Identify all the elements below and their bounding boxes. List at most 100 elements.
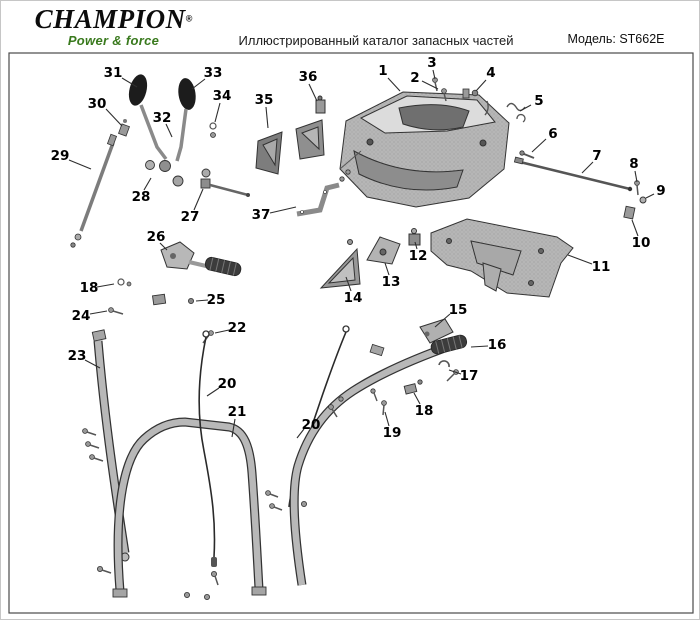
brand-line: CHAMPION® [31,6,196,33]
leader-line-29 [68,159,92,170]
part-number-17: 17 [459,368,479,384]
model-label: Модель: ST662E [567,32,665,46]
part-number-30: 30 [87,96,107,112]
part-number-23: 23 [67,348,87,364]
part-number-19: 19 [382,425,402,441]
leader-line-27 [193,188,204,211]
leader-line-21 [231,418,236,438]
part-number-20: 20 [217,376,237,392]
part-brackets-12-13-14 [319,228,421,289]
part-frame-bracket [430,218,574,298]
part-top-fasteners [432,77,535,159]
leader-line-4 [475,79,487,92]
part-number-20: 20 [301,417,321,433]
leader-line-5 [519,104,532,112]
part-number-34: 34 [212,88,232,104]
leader-line-18 [96,283,115,288]
part-number-22: 22 [227,320,247,336]
part-number-1: 1 [378,63,388,79]
part-number-36: 36 [298,69,318,85]
leader-line-34 [214,102,221,123]
brand-tagline: Power & force [67,33,160,48]
leader-line-25 [195,299,209,302]
leader-line-33 [191,78,206,90]
part-number-25: 25 [206,292,226,308]
leader-line-17 [448,369,462,375]
part-number-5: 5 [534,93,544,109]
part-rod-7 [513,156,633,192]
part-number-29: 29 [50,148,70,164]
part-right-fasteners [623,180,647,220]
leader-line-36 [308,83,318,102]
leader-line-37 [269,206,297,214]
part-number-11: 11 [591,259,611,275]
part-number-15: 15 [448,302,468,318]
leader-line-12 [414,241,418,250]
leader-lines-layer [68,69,655,439]
leader-line-16 [470,345,489,348]
leader-line-32 [165,123,173,138]
registered-trademark-icon: ® [185,13,193,24]
part-number-32: 32 [152,110,172,126]
leader-line-26 [159,242,168,251]
leader-line-14 [345,276,352,292]
champion-logo: CHAMPION® Power & force [31,6,196,48]
page-title: Иллюстрированный каталог запасных частей [238,33,514,48]
part-left-fasteners [108,278,214,344]
leader-line-15 [434,313,451,328]
part-number-37: 37 [251,207,271,223]
part-number-21: 21 [227,404,247,420]
part-right-handlebar [289,318,468,586]
leader-line-22 [214,329,230,334]
part-number-8: 8 [629,156,639,172]
leader-line-1 [387,77,401,92]
leader-line-31 [121,77,138,88]
part-rod-29 [70,133,118,248]
part-number-27: 27 [180,209,200,225]
leader-line-30 [105,108,123,127]
part-number-3: 3 [427,55,437,71]
part-shaft-27 [200,168,250,197]
leader-line-24 [89,310,108,315]
part-number-33: 33 [203,65,223,81]
part-side-covers [255,95,326,175]
leader-line-9 [645,193,655,199]
part-number-18: 18 [414,403,434,419]
part-number-31: 31 [103,65,123,81]
part-number-18: 18 [79,280,99,296]
part-number-13: 13 [381,274,401,290]
part-number-12: 12 [408,248,428,264]
part-number-10: 10 [631,235,651,251]
part-bracket-37 [296,169,351,217]
leader-line-19 [384,411,390,427]
brand-name: CHAMPION [34,4,186,34]
part-number-4: 4 [486,65,496,81]
part-bolts-left [82,428,112,574]
leader-line-6 [531,138,547,153]
part-loop-handle [112,417,267,601]
part-number-26: 26 [146,229,166,245]
part-lever-26 [151,241,242,306]
leader-line-23 [84,359,101,369]
part-number-2: 2 [410,70,420,86]
leader-line-35 [265,106,269,129]
part-control-levers [118,74,217,187]
part-number-7: 7 [592,148,602,164]
leader-line-28 [143,177,152,191]
leader-line-2 [421,80,439,90]
part-bottom-bolts [210,490,307,586]
part-number-16: 16 [487,337,507,353]
part-number-35: 35 [254,92,274,108]
leader-line-3 [432,69,436,80]
part-console-housing [339,91,510,208]
part-number-14: 14 [343,290,363,306]
leader-line-8 [634,170,638,183]
part-number-6: 6 [548,126,558,142]
leader-line-10 [631,219,639,237]
leader-line-11 [567,254,593,265]
leader-line-13 [384,262,390,276]
leader-line-7 [581,161,594,174]
